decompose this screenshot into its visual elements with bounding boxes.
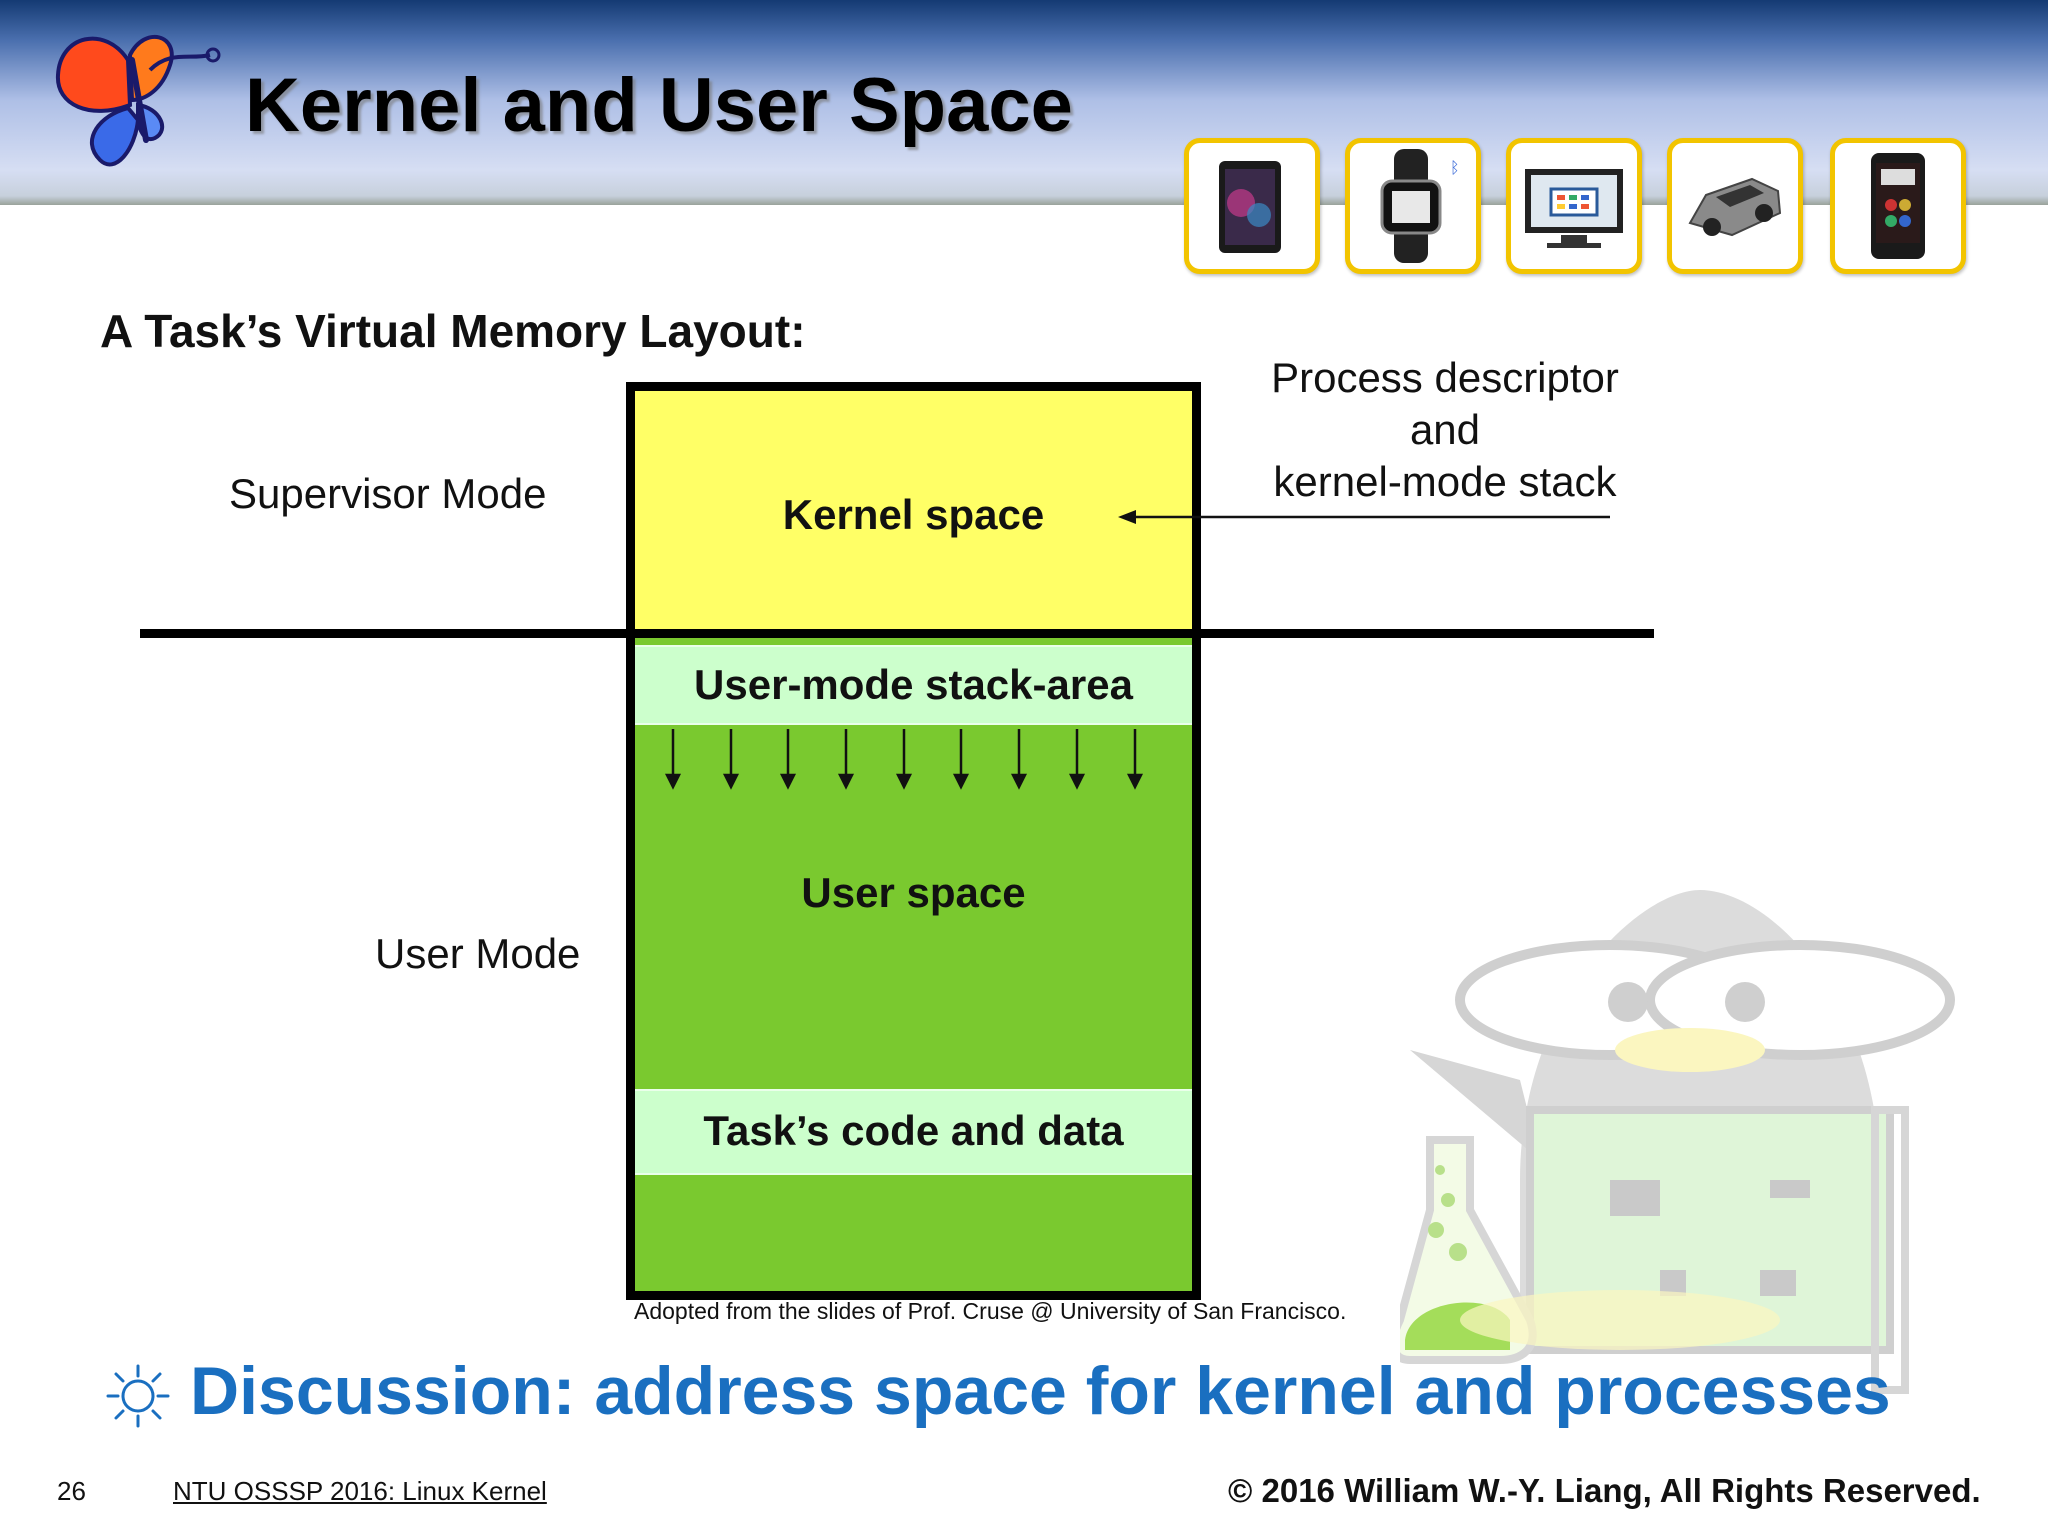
descriptor-line-1: Process descriptor <box>1271 354 1619 401</box>
phone-icon <box>1871 153 1925 259</box>
descriptor-line-2: and <box>1409 406 1481 453</box>
mode-divider-line <box>140 629 1654 638</box>
supervisor-mode-label: Supervisor Mode <box>229 470 547 517</box>
memory-layout-box: Kernel space User-mode stack-area User s… <box>626 382 1201 1300</box>
discussion-text: Discussion: address space for kernel and… <box>190 1353 1891 1429</box>
car-icon <box>1688 177 1782 237</box>
copyright-notice: © 2016 William W.-Y. Liang, All Rights R… <box>1228 1472 1981 1510</box>
user-mode-label: User Mode <box>375 930 581 977</box>
descriptor-arrow <box>1118 510 1610 524</box>
descriptor-line-3: kernel-mode stack <box>1273 458 1617 505</box>
diagram-subtitle: A Task’s Virtual Memory Layout: <box>100 305 806 357</box>
code-data-label: Task’s code and data <box>703 1107 1124 1154</box>
page-number: 26 <box>57 1476 86 1506</box>
user-space-label: User space <box>801 869 1026 916</box>
smartwatch-thumbnail: ᛒ <box>1345 138 1481 274</box>
smartwatch-icon: ᛒ <box>1380 149 1460 263</box>
car-thumbnail <box>1667 138 1803 274</box>
user-stack-label: User-mode stack-area <box>694 661 1133 708</box>
code-data-band: Task’s code and data <box>635 1089 1192 1175</box>
sun-bullet-icon <box>106 1364 170 1428</box>
stack-growth-arrows <box>664 729 1144 790</box>
copyright-text: 2016 William W.-Y. Liang, All Rights Res… <box>1261 1472 1981 1509</box>
butterfly-logo-icon <box>55 35 221 167</box>
phone-thumbnail <box>1830 138 1966 274</box>
kernel-space-label: Kernel space <box>782 491 1045 538</box>
tv-thumbnail <box>1506 138 1642 274</box>
slide-title: Kernel and User Space <box>245 63 1073 148</box>
footer-course-link[interactable]: NTU OSSSP 2016: Linux Kernel <box>173 1476 547 1506</box>
svg-text:ᛒ: ᛒ <box>1450 158 1460 177</box>
copyright-symbol: © <box>1228 1472 1253 1509</box>
process-descriptor-label: Process descriptor and kernel-mode stack <box>1240 352 1650 508</box>
source-credit: Adopted from the slides of Prof. Cruse @… <box>634 1298 1347 1324</box>
user-stack-band: User-mode stack-area <box>635 645 1192 725</box>
penguin-watermark-icon <box>1400 890 1955 1394</box>
tv-icon <box>1525 169 1623 248</box>
kernel-space-region: Kernel space <box>635 391 1192 636</box>
tablet-icon <box>1219 161 1281 253</box>
tablet-thumbnail <box>1184 138 1320 274</box>
